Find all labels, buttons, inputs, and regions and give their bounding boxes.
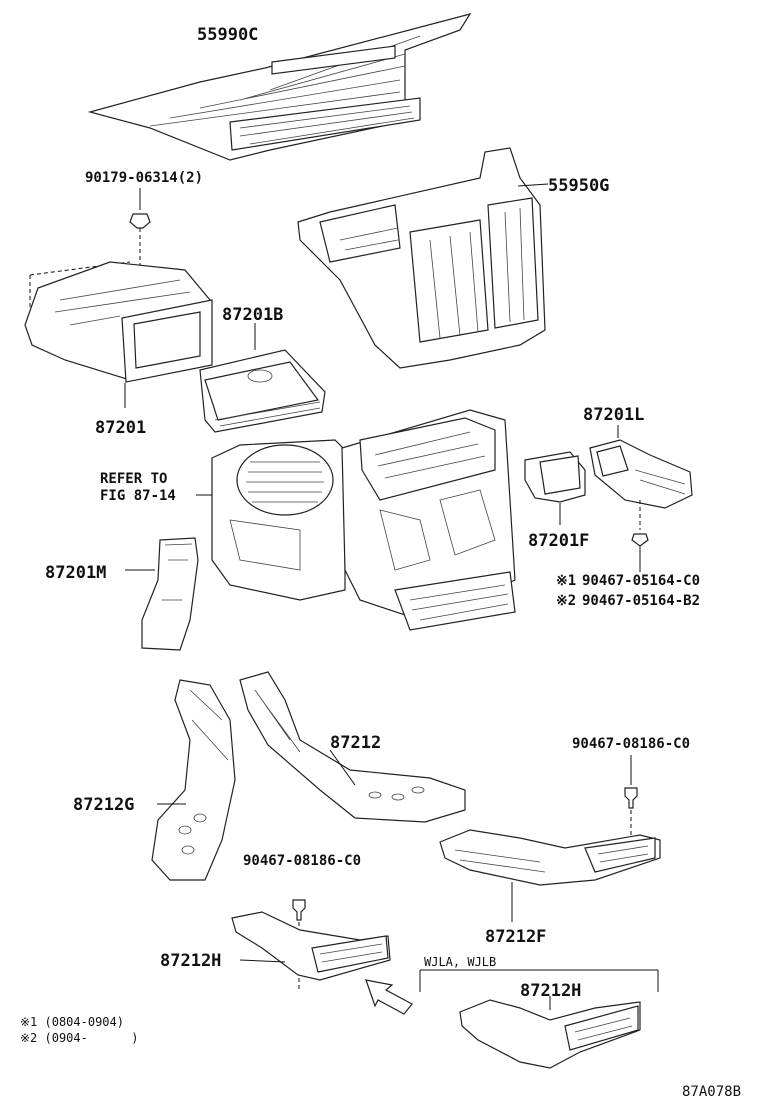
label-refer-to: REFER TO xyxy=(100,471,167,487)
label-87201l: 87201L xyxy=(583,405,644,425)
label-87212h-right: 87212H xyxy=(520,981,581,1001)
label-87201m: 87201M xyxy=(45,563,106,583)
label-87212: 87212 xyxy=(330,733,381,753)
heater-unit-assembly-drawing xyxy=(196,409,516,631)
label-90467-mid: 90467-08186-C0 xyxy=(243,853,361,869)
label-90179: 90179-06314(2) xyxy=(85,170,203,186)
label-55950g: 55950G xyxy=(548,176,609,196)
duct-87212f-drawing xyxy=(439,829,661,922)
label-87212g: 87212G xyxy=(73,795,134,815)
heater-duct-55950g-drawing xyxy=(297,147,549,369)
label-87201b: 87201B xyxy=(222,305,283,325)
label-fig-87-14: FIG 87-14 xyxy=(100,488,176,504)
footnote-2: ※2 (0904- ) xyxy=(20,1031,138,1045)
duct-87201l-drawing xyxy=(589,425,693,572)
diagram-code: 87A078B xyxy=(682,1084,741,1100)
duct-87201f-drawing xyxy=(524,451,586,525)
note1-mark: ※1 xyxy=(556,573,576,589)
duct-87212-drawing xyxy=(239,671,466,823)
note2-mark: ※2 xyxy=(556,593,576,609)
footnote-1: ※1 (0804-0904) xyxy=(20,1015,124,1029)
note1-part: 90467-05164-C0 xyxy=(582,573,700,589)
label-87212f: 87212F xyxy=(485,927,546,947)
variant-bracket xyxy=(419,969,659,992)
duct-87201-drawing xyxy=(24,261,213,408)
label-wjla-wjlb: WJLA, WJLB xyxy=(424,955,496,969)
duct-87212g-drawing xyxy=(151,679,236,881)
defroster-nozzle-55990c-drawing xyxy=(87,13,472,161)
labels: 55990C 90179-06314(2) 55950G 87201B 8720… xyxy=(20,25,741,1100)
duct-87212h-left-drawing xyxy=(231,911,391,981)
screw-90467-mid-drawing xyxy=(292,899,306,990)
label-55990c: 55990C xyxy=(197,25,258,45)
label-90467-right: 90467-08186-C0 xyxy=(572,736,690,752)
duct-87201b-drawing xyxy=(199,323,326,433)
note2-part: 90467-05164-B2 xyxy=(582,593,700,609)
clip-90179-drawing xyxy=(129,188,151,265)
direction-arrow xyxy=(365,979,413,1015)
duct-87212h-right-drawing xyxy=(459,996,641,1069)
duct-87201m-drawing xyxy=(125,537,199,651)
label-87212h-left: 87212H xyxy=(160,951,221,971)
label-87201: 87201 xyxy=(95,418,146,438)
label-87201f: 87201F xyxy=(528,531,589,551)
screw-90467-right-drawing xyxy=(624,755,638,838)
